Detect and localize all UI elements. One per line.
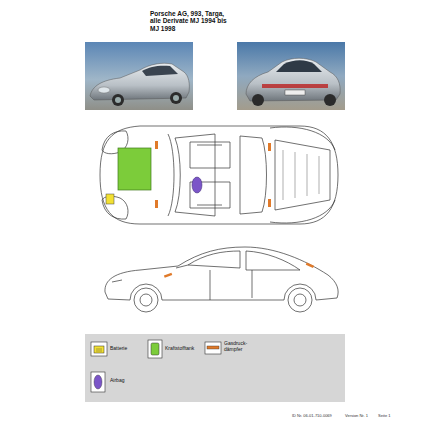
- legend-text: Airbag: [110, 378, 144, 384]
- car-top-view: [100, 126, 338, 224]
- legend-panel: [85, 334, 345, 402]
- legend-text: Batterie: [110, 346, 144, 352]
- car-side-view: [105, 247, 338, 312]
- footer-label: ID Nr. 06-01-710-0069: [292, 414, 332, 419]
- sheet-title: Porsche AG, 993, Targa, alle Derivate MJ…: [150, 10, 232, 32]
- footer-label: Seite 1: [378, 414, 390, 419]
- footer-label: Version Nr. 1: [345, 414, 368, 419]
- legend-text: Gasdruck- dämpfer: [224, 341, 254, 353]
- photo-rear: [237, 42, 345, 110]
- legend-text: Kraftstofftank: [165, 346, 203, 352]
- photo-front: [85, 42, 193, 110]
